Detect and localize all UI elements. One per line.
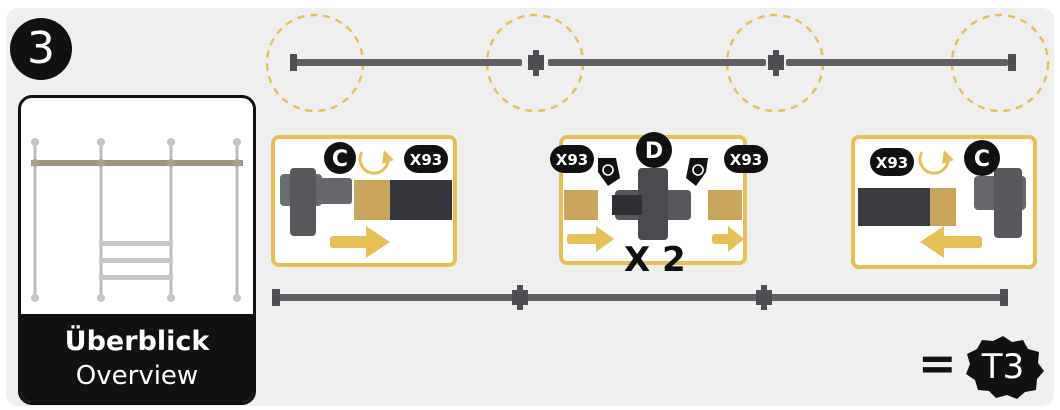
- rotate-icon: [598, 158, 708, 186]
- pipe-tee-icon: [280, 168, 352, 236]
- part-c-badge: [964, 140, 1000, 176]
- bottom-pipe-row: [272, 285, 1008, 310]
- part-c-label: C: [974, 147, 990, 172]
- count-label: X93: [410, 151, 442, 169]
- rack-overview-illustration: [31, 138, 243, 302]
- thread-section: [354, 180, 390, 220]
- part-c-badge: [324, 142, 356, 174]
- highlight-circle: [950, 13, 1050, 113]
- count-badge: [724, 145, 768, 173]
- count-badge: [404, 145, 448, 173]
- part-d-label: D: [645, 139, 663, 164]
- overview-caption: Überblick Overview: [21, 314, 253, 402]
- count-badge: [550, 145, 594, 173]
- thread-section: [564, 190, 598, 220]
- arrow-right-icon: [567, 226, 744, 252]
- arrow-left-icon: [920, 226, 982, 258]
- middle-step-box: D X93 X93: [550, 132, 768, 265]
- rotate-icon: [358, 150, 394, 175]
- count-label: X93: [876, 154, 908, 172]
- overview-card: Überblick Overview: [18, 95, 256, 405]
- count-badge: [870, 148, 914, 176]
- result-label: T3: [981, 347, 1025, 387]
- rotate-icon: [918, 150, 954, 175]
- part-d-badge: [636, 132, 672, 168]
- pipe-segment: [390, 180, 452, 220]
- thread-section: [930, 188, 956, 226]
- overview-title: Überblick: [64, 326, 210, 357]
- result-badge-shape: [966, 336, 1044, 399]
- left-step-box: C X93: [271, 135, 457, 267]
- count-label: X93: [730, 151, 762, 169]
- part-c-label: C: [332, 147, 348, 172]
- step-number-badge: 3: [10, 18, 72, 80]
- equals-sign: =: [918, 336, 957, 390]
- right-step-box: C X93: [851, 135, 1037, 269]
- thread-section: [708, 190, 742, 220]
- count-label: X93: [556, 151, 588, 169]
- multiplier-label: X 2: [624, 240, 686, 280]
- overview-subtitle: Overview: [75, 361, 199, 391]
- pipe-segment: [858, 188, 930, 226]
- arrow-right-icon: [330, 226, 390, 258]
- pipe-tee-icon: [974, 168, 1026, 238]
- pipe-cross-icon: [612, 168, 691, 240]
- result-badge: T3: [960, 334, 1046, 400]
- top-pipe-row: [265, 13, 1050, 113]
